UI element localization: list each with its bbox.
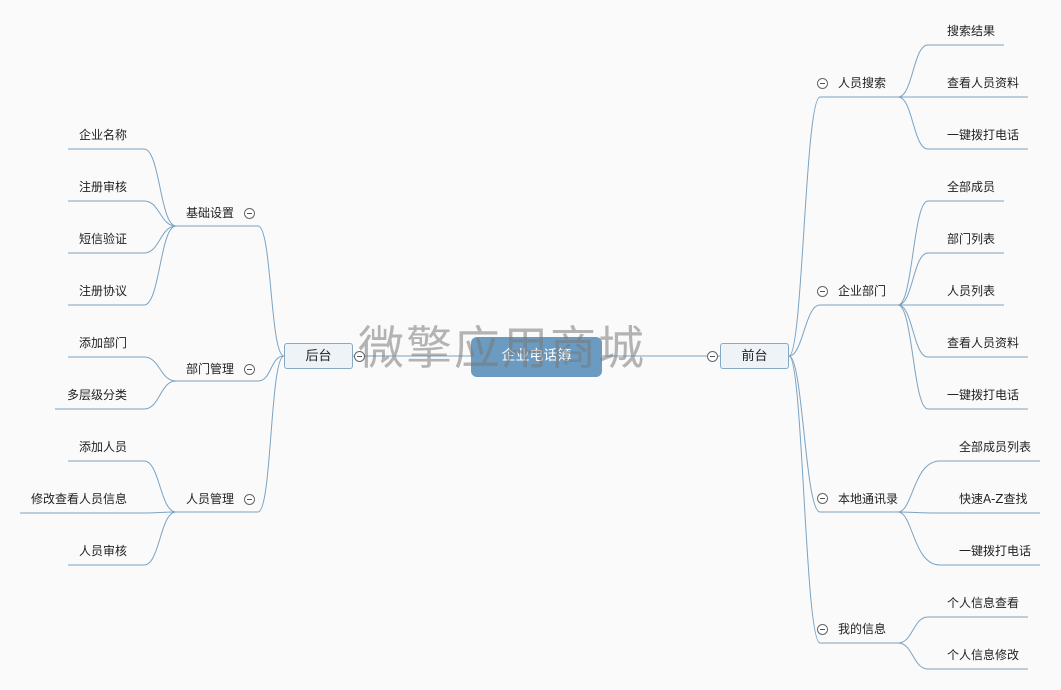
front-to-dept-connector bbox=[788, 304, 898, 357]
collapse-icon[interactable] bbox=[817, 78, 828, 89]
front-to-contacts-connector bbox=[788, 355, 898, 513]
group-local-contacts[interactable]: 本地通讯录 bbox=[838, 492, 899, 506]
contacts-item-connector bbox=[897, 511, 1040, 566]
leaf-one-tap-call[interactable]: 一键拨打电话 bbox=[947, 128, 1020, 142]
leaf-registration-review[interactable]: 注册审核 bbox=[79, 180, 128, 194]
search-item-connector bbox=[897, 96, 1028, 150]
front-to-search-connector bbox=[788, 96, 898, 357]
collapse-icon[interactable] bbox=[817, 493, 828, 504]
leaf-all-members-list[interactable]: 全部成员列表 bbox=[959, 440, 1032, 454]
group-dept-management[interactable]: 部门管理 bbox=[186, 362, 235, 376]
leaf-edit-view-staff-info[interactable]: 修改查看人员信息 bbox=[31, 492, 128, 506]
basic-item-connector bbox=[68, 148, 177, 227]
contacts-item-connector bbox=[897, 460, 1040, 513]
collapse-icon[interactable] bbox=[707, 351, 718, 362]
search-item-connector bbox=[897, 44, 1004, 98]
leaf-one-tap-call[interactable]: 一键拨打电话 bbox=[959, 544, 1032, 558]
leaf-add-staff[interactable]: 添加人员 bbox=[79, 440, 128, 454]
leaf-staff-review[interactable]: 人员审核 bbox=[79, 544, 128, 558]
leaf-az-quick-find[interactable]: 快速A-Z查找 bbox=[959, 492, 1028, 506]
dept-item-connector bbox=[897, 304, 1028, 358]
leaf-all-members[interactable]: 全部成员 bbox=[947, 180, 996, 194]
leaf-view-personal-info[interactable]: 个人信息查看 bbox=[947, 596, 1020, 610]
leaf-search-results[interactable]: 搜索结果 bbox=[947, 24, 996, 38]
staff-item-connector bbox=[20, 511, 177, 514]
group-my-info[interactable]: 我的信息 bbox=[838, 622, 887, 636]
mine-item-connector bbox=[897, 642, 1028, 670]
backend-node[interactable]: 后台 bbox=[284, 343, 353, 369]
basic-item-connector bbox=[68, 225, 177, 254]
dept-item-connector bbox=[897, 304, 1028, 410]
group-basic-settings[interactable]: 基础设置 bbox=[186, 206, 235, 220]
collapse-icon[interactable] bbox=[817, 286, 828, 297]
leaf-edit-personal-info[interactable]: 个人信息修改 bbox=[947, 648, 1020, 662]
mine-item-connector bbox=[897, 616, 1028, 644]
staff-item-connector bbox=[68, 460, 177, 513]
collapse-icon[interactable] bbox=[244, 364, 255, 375]
group-company-departments[interactable]: 企业部门 bbox=[838, 284, 887, 298]
leaf-staff-list[interactable]: 人员列表 bbox=[947, 284, 996, 298]
staff-item-connector bbox=[68, 511, 177, 566]
leaf-view-staff-profile[interactable]: 查看人员资料 bbox=[947, 76, 1020, 90]
leaf-sms-verification[interactable]: 短信验证 bbox=[79, 232, 128, 246]
leaf-company-name[interactable]: 企业名称 bbox=[79, 128, 128, 142]
leaf-registration-agreement[interactable]: 注册协议 bbox=[79, 284, 128, 298]
frontend-node[interactable]: 前台 bbox=[720, 343, 789, 369]
dept-item-connector bbox=[55, 380, 177, 410]
dept-item-connector bbox=[68, 356, 177, 382]
back-to-basic-connector bbox=[176, 225, 285, 357]
collapse-icon[interactable] bbox=[244, 494, 255, 505]
collapse-icon[interactable] bbox=[354, 351, 365, 362]
collapse-icon[interactable] bbox=[244, 208, 255, 219]
front-to-mine-connector bbox=[788, 355, 898, 644]
leaf-multilevel-category[interactable]: 多层级分类 bbox=[67, 388, 128, 402]
basic-item-connector bbox=[68, 200, 177, 227]
group-staff-management[interactable]: 人员管理 bbox=[186, 492, 235, 506]
basic-item-connector bbox=[68, 225, 177, 306]
leaf-department-list[interactable]: 部门列表 bbox=[947, 232, 996, 246]
contacts-item-connector bbox=[897, 511, 1040, 514]
back-to-staff-connector bbox=[176, 355, 285, 513]
group-staff-search[interactable]: 人员搜索 bbox=[838, 76, 887, 90]
leaf-add-department[interactable]: 添加部门 bbox=[79, 336, 128, 350]
dept-item-connector bbox=[897, 252, 1004, 306]
root-node[interactable]: 企业电话簿 bbox=[471, 337, 602, 377]
leaf-view-staff-profile[interactable]: 查看人员资料 bbox=[947, 336, 1020, 350]
back-to-dept-connector bbox=[176, 355, 285, 382]
collapse-icon[interactable] bbox=[817, 624, 828, 635]
leaf-one-tap-call[interactable]: 一键拨打电话 bbox=[947, 388, 1020, 402]
dept-item-connector bbox=[897, 200, 1004, 306]
